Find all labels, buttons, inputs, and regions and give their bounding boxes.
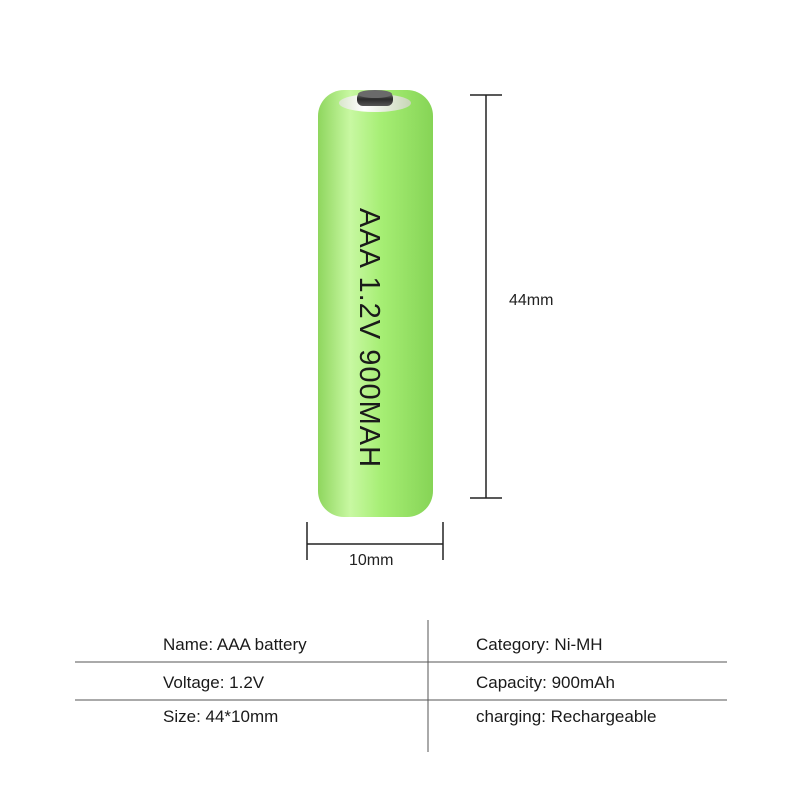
spec-table-lines [75, 620, 727, 752]
width-dimension [306, 522, 444, 560]
spec-voltage: Voltage: 1.2V [163, 673, 265, 692]
terminal-top [358, 90, 392, 98]
spec-name: Name: AAA battery [163, 635, 307, 654]
height-label: 44mm [509, 292, 554, 309]
spec-charging: charging: Rechargeable [476, 707, 657, 726]
spec-capacity: Capacity: 900mAh [476, 673, 615, 692]
battery-body [318, 90, 433, 517]
width-label: 10mm [349, 552, 394, 569]
spec-size: Size: 44*10mm [163, 707, 279, 726]
battery-label: AAA 1.2V 900MAH [353, 208, 385, 468]
height-dimension [470, 94, 502, 499]
spec-category: Category: Ni-MH [476, 635, 603, 654]
